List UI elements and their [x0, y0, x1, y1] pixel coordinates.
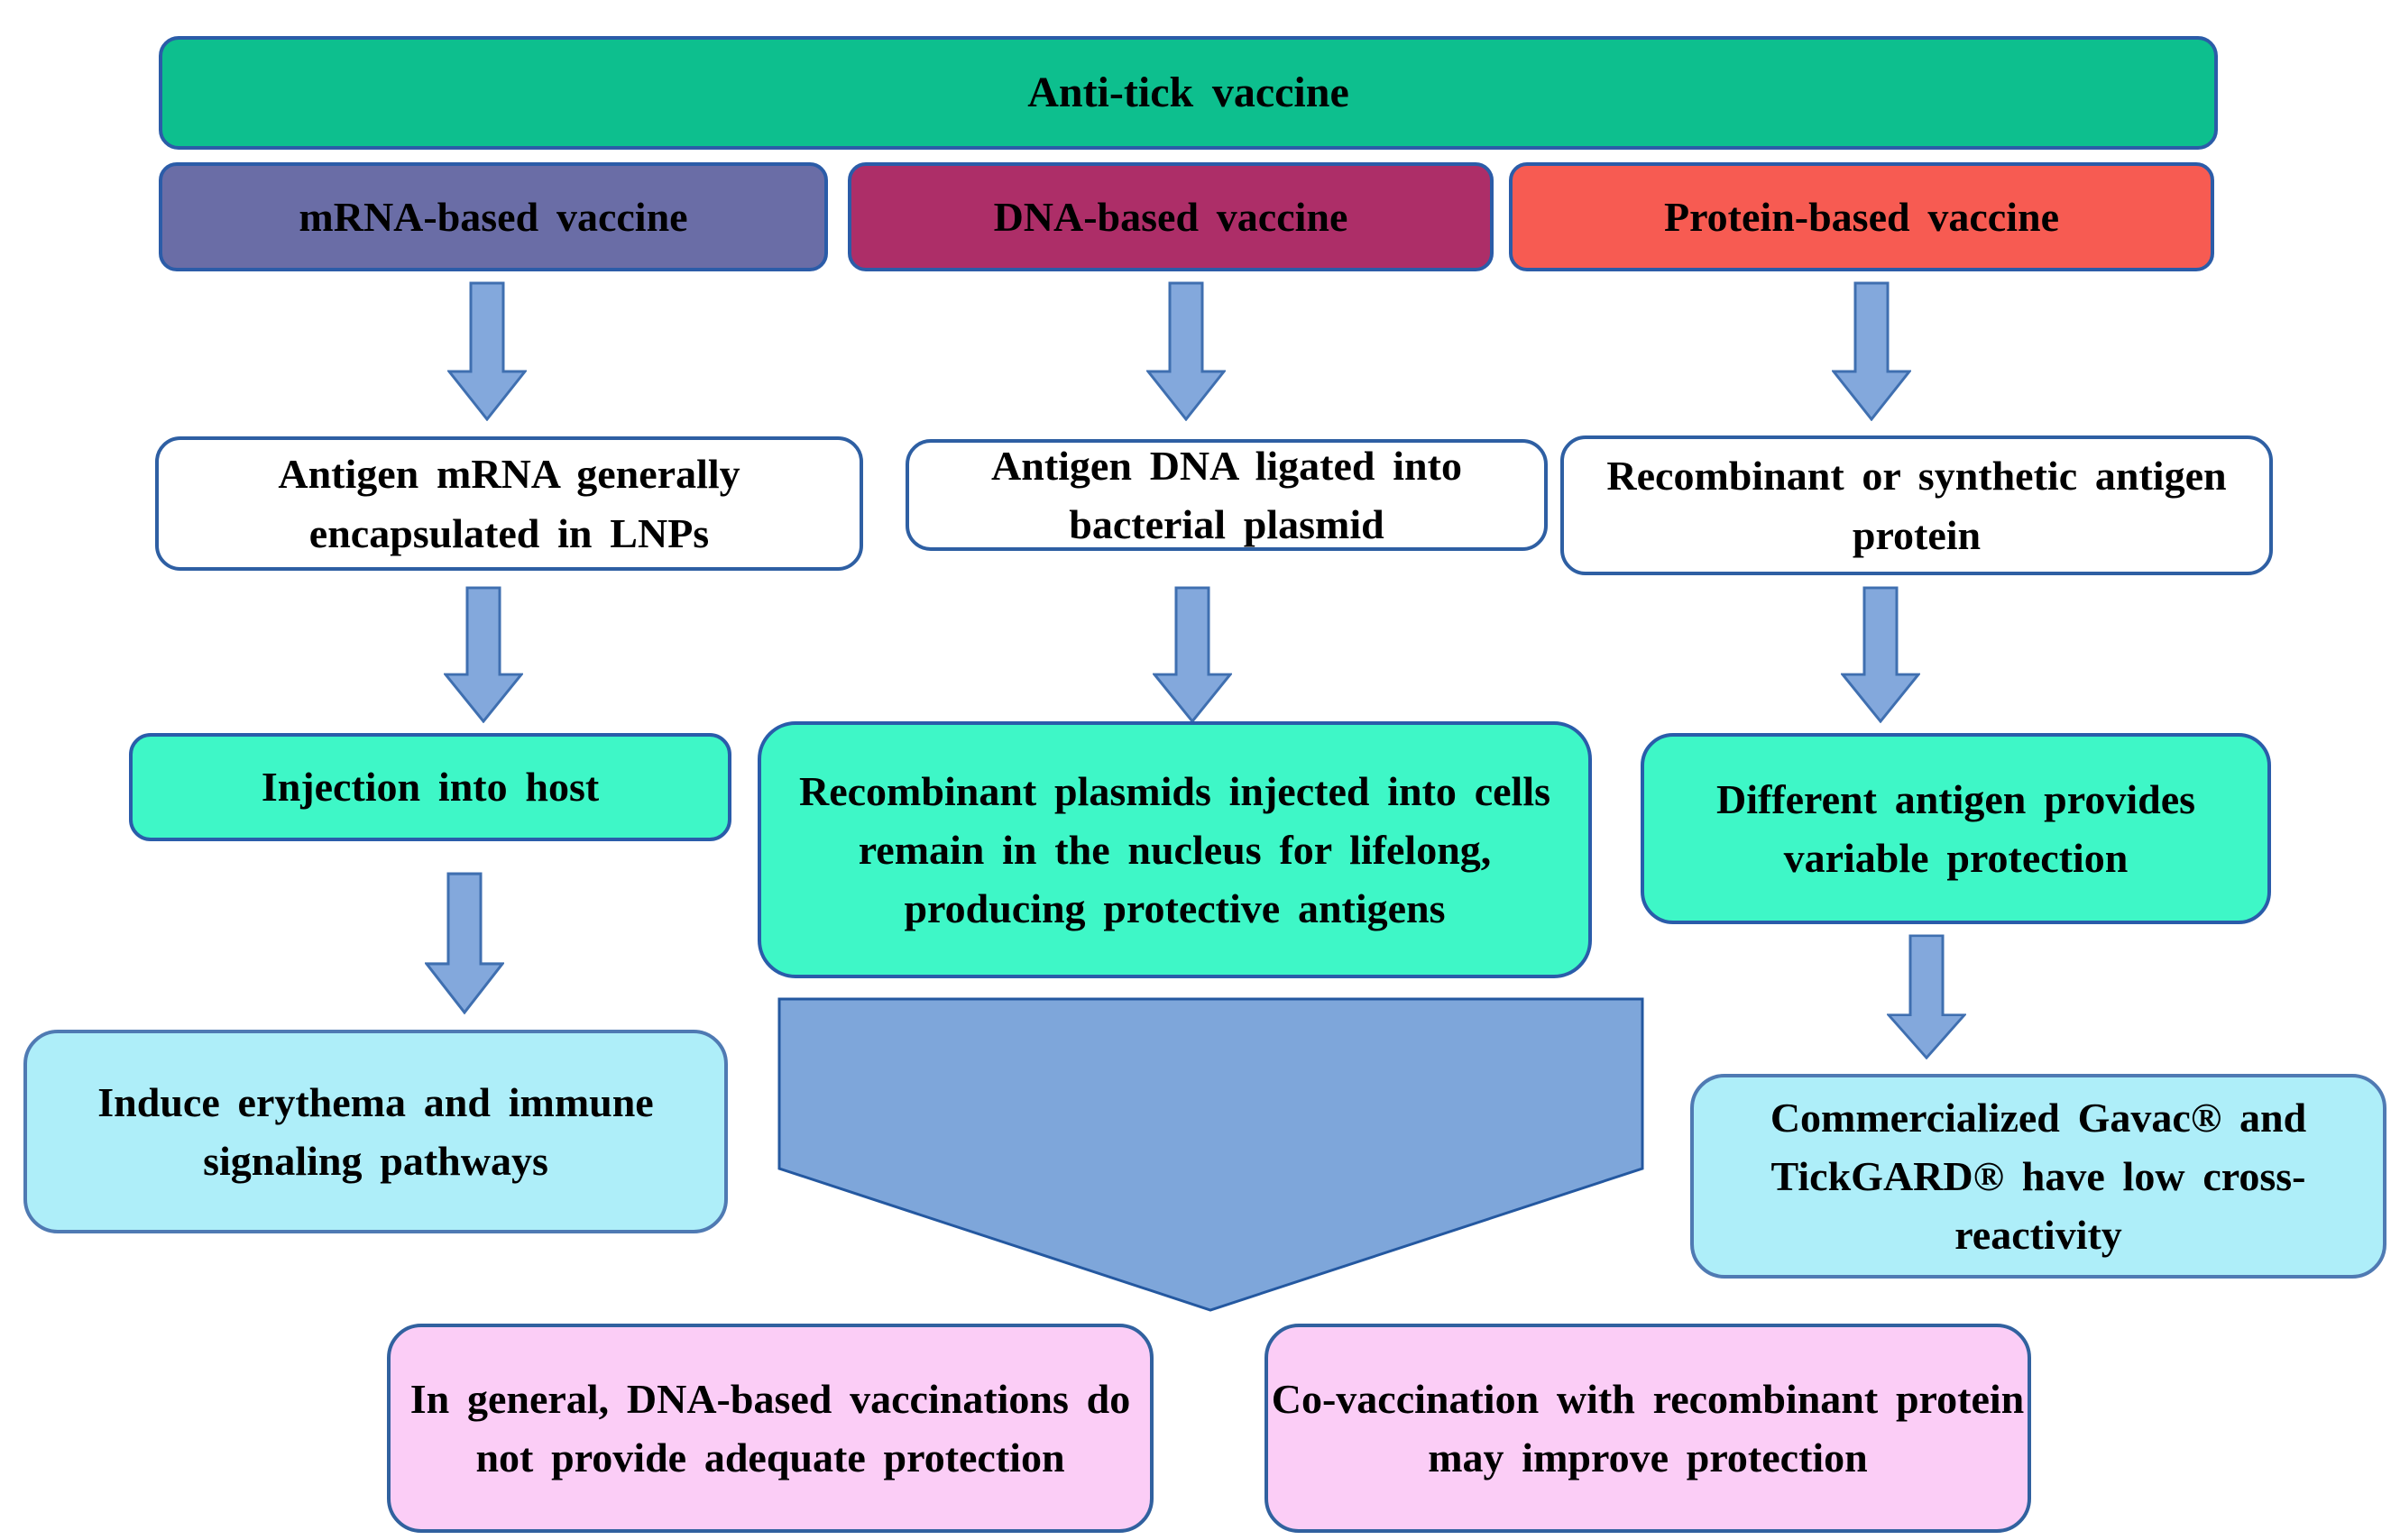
dna-step2-label: Recombinant plasmids injected into cells… [799, 767, 1550, 932]
box-dna-based-vaccine: DNA-based vaccine [848, 162, 1494, 271]
down-arrow-protein-2 [1841, 586, 1920, 723]
protein-step3-label: Commercialized Gavac® and TickGARD® have… [1770, 1094, 2307, 1259]
box-protein-based-vaccine: Protein-based vaccine [1509, 162, 2214, 271]
box-recombinant-plasmids-nucleus: Recombinant plasmids injected into cells… [758, 721, 1592, 978]
banner-anti-tick-vaccine: Anti-tick vaccine [159, 36, 2218, 150]
conclusion-covaccination-label: Co-vaccination with recombinant protein … [1271, 1375, 2025, 1480]
mrna-step2-label: Injection into host [261, 764, 600, 811]
box-recombinant-synthetic-protein: Recombinant or synthetic antigen protein [1560, 435, 2273, 575]
protein-header-label: Protein-based vaccine [1664, 193, 2059, 240]
down-arrow-mrna-3 [425, 872, 504, 1014]
protein-step1-label: Recombinant or synthetic antigen protein [1606, 453, 2227, 558]
dna-header-label: DNA-based vaccine [993, 193, 1348, 240]
mrna-step3-label: Induce erythema and immune signaling pat… [97, 1078, 654, 1184]
mrna-header-label: mRNA-based vaccine [299, 193, 688, 240]
banner-label: Anti-tick vaccine [1027, 68, 1349, 116]
conclusion-dna-label: In general, DNA-based vaccinations do no… [409, 1375, 1131, 1480]
box-dna-inadequate-protection: In general, DNA-based vaccinations do no… [387, 1324, 1154, 1533]
box-antigen-dna-plasmid: Antigen DNA ligated into bacterial plasm… [906, 439, 1548, 551]
box-mrna-based-vaccine: mRNA-based vaccine [159, 162, 828, 271]
box-induce-erythema: Induce erythema and immune signaling pat… [23, 1030, 728, 1233]
box-commercialized-gavac-tickgard: Commercialized Gavac® and TickGARD® have… [1690, 1074, 2386, 1279]
box-antigen-mrna-lnps: Antigen mRNA generally encapsulated in L… [155, 436, 863, 571]
box-co-vaccination-improve: Co-vaccination with recombinant protein … [1264, 1324, 2031, 1533]
merge-pentagon-arrow [777, 997, 1644, 1312]
down-arrow-protein-1 [1832, 281, 1911, 421]
down-arrow-dna-1 [1146, 281, 1226, 421]
mrna-step1-label: Antigen mRNA generally encapsulated in L… [278, 451, 740, 556]
down-arrow-dna-2 [1153, 586, 1232, 723]
box-different-antigen-protection: Different antigen provides variable prot… [1641, 733, 2271, 924]
down-arrow-mrna-2 [444, 586, 523, 723]
protein-step2-label: Different antigen provides variable prot… [1715, 775, 2196, 881]
box-injection-into-host: Injection into host [129, 733, 731, 841]
down-arrow-protein-3 [1887, 934, 1966, 1059]
dna-step1-label: Antigen DNA ligated into bacterial plasm… [991, 442, 1462, 547]
down-arrow-mrna-1 [447, 281, 527, 421]
